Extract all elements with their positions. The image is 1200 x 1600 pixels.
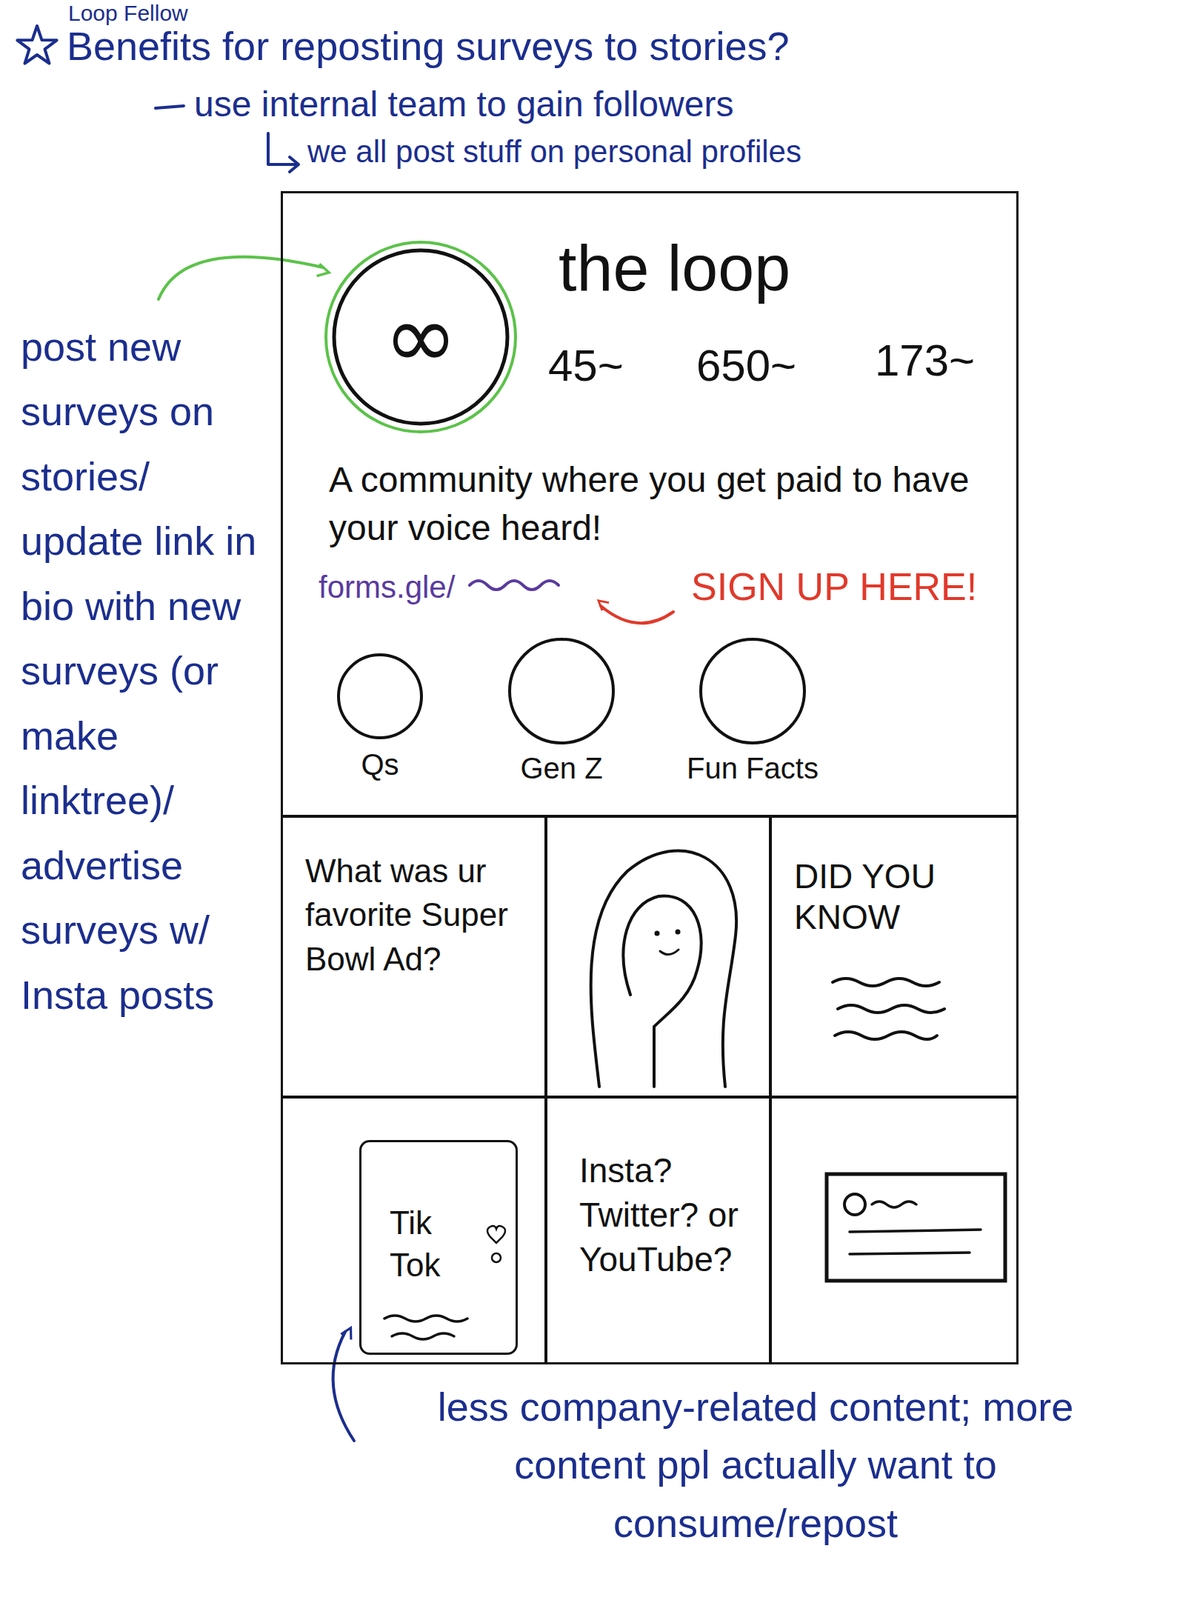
post-tile: Insta? Twitter? or YouTube? [579,1148,758,1327]
stat-number: 45~ [548,339,624,393]
bracket-arrow [333,1331,355,1441]
bio-text: A community where you get paid to have y… [328,456,996,553]
annotation-note: post new surveys on stories/ update link… [20,314,269,1028]
post-text: What was ur favorite Super Bowl Ad? [305,848,535,981]
annotation-note: Loop Fellow [68,0,189,27]
story-highlight: Qs [320,653,440,784]
post-text: Insta? Twitter? or YouTube? [579,1148,758,1282]
profile-name: the loop [558,228,791,308]
story-highlight: Gen Z [487,637,636,786]
stat-number: 173~ [874,334,975,388]
bio-link: forms.gle/ [318,568,455,606]
post-tile: What was ur favorite Super Bowl Ad? [305,848,535,998]
highlight-label: Qs [320,746,440,783]
leader-arrow [158,257,323,300]
annotation-note: less company-related content; more conte… [385,1377,1126,1552]
highlight-label: Fun Facts [671,750,835,786]
stat-number: 650~ [696,339,797,393]
logo-symbol: ∞ [323,292,518,382]
annotation-note: use internal team to gain followers [194,82,734,126]
annotation-note: we all post stuff on personal profiles [307,133,802,171]
hook-arrow-head [289,157,299,172]
phone-text: Tik Tok [389,1201,479,1286]
annotation-note: Benefits for reposting surveys to storie… [66,22,789,71]
post-tile: DID YOU KNOW [794,856,987,946]
highlight-label: Gen Z [487,750,636,786]
profile-art [280,580,1019,1365]
profile-frame: the loop 45~ 650~ 173~ A community where you… [280,191,1019,1365]
sign-up-note: SIGN UP HERE! [691,563,978,610]
tiktok-phone: Tik Tok [359,1140,518,1355]
star-mark [17,25,57,64]
profile-picture: ∞ [323,240,518,435]
dash-mark [155,105,184,109]
story-highlight: Fun Facts [671,637,835,786]
post-text: DID YOU KNOW [794,856,987,938]
